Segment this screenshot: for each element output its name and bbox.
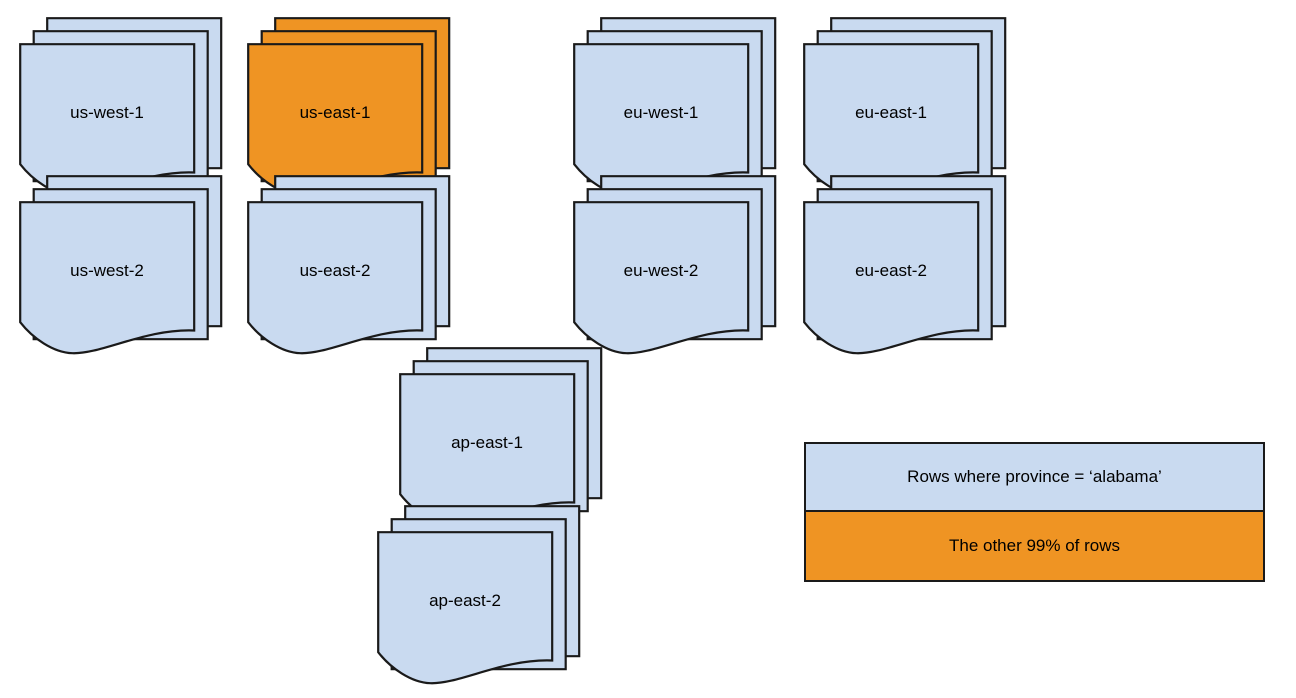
document-stack-graphic-eu-west-1 — [572, 16, 777, 197]
document-sheet — [572, 200, 750, 355]
document-stack-eu-west-1[interactable] — [572, 16, 777, 210]
document-sheet — [802, 42, 980, 197]
document-stack-graphic-us-east-2 — [246, 174, 451, 355]
document-stack-us-east-2[interactable] — [246, 174, 451, 368]
document-stack-graphic-us-east-1 — [246, 16, 451, 197]
document-stack-graphic-eu-east-2 — [802, 174, 1007, 355]
document-stack-graphic-ap-east-2 — [376, 504, 581, 685]
document-sheet — [802, 200, 980, 355]
document-sheet — [376, 530, 554, 685]
document-sheet — [246, 200, 424, 355]
document-sheet — [246, 42, 424, 197]
document-stack-eu-east-2[interactable] — [802, 174, 1007, 368]
document-sheet — [572, 42, 750, 197]
document-stack-eu-west-2[interactable] — [572, 174, 777, 368]
document-stack-eu-east-1[interactable] — [802, 16, 1007, 210]
document-stack-ap-east-2[interactable] — [376, 504, 581, 698]
legend-normal-label: Rows where province = ‘alabama’ — [907, 467, 1162, 486]
legend-normal: Rows where province = ‘alabama’ — [806, 444, 1263, 512]
document-stack-us-west-1[interactable] — [18, 16, 223, 210]
document-stack-us-west-2[interactable] — [18, 174, 223, 368]
legend-highlight: The other 99% of rows — [806, 512, 1263, 580]
document-sheet — [18, 42, 196, 197]
document-sheet — [398, 372, 576, 527]
document-stack-graphic-us-west-2 — [18, 174, 223, 355]
legend-highlight-label: The other 99% of rows — [948, 536, 1121, 555]
legend: Rows where province = ‘alabama’ The other… — [804, 442, 1265, 582]
document-stack-graphic-us-west-1 — [18, 16, 223, 197]
document-stack-graphic-eu-west-2 — [572, 174, 777, 355]
document-stack-graphic-eu-east-1 — [802, 16, 1007, 197]
document-sheet — [18, 200, 196, 355]
document-stack-us-east-1[interactable] — [246, 16, 451, 210]
